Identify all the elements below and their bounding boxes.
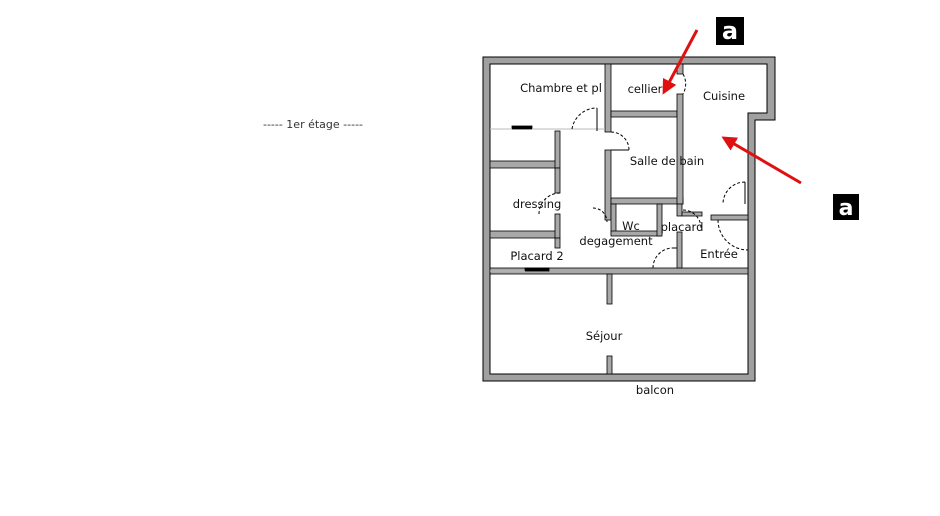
room-chambre: Chambre et pl bbox=[520, 81, 602, 95]
openings bbox=[490, 128, 605, 272]
floor-label: ----- 1er étage ----- bbox=[263, 118, 363, 131]
arrow-to-cellier bbox=[662, 29, 699, 95]
room-cellier: cellier bbox=[628, 82, 663, 96]
room-degagement: degagement bbox=[579, 234, 653, 248]
room-sejour: Séjour bbox=[586, 329, 623, 343]
door-swings bbox=[538, 73, 749, 269]
arrow-to-cuisine bbox=[721, 136, 802, 185]
marker-a-right: a bbox=[833, 194, 859, 221]
room-cuisine: Cuisine bbox=[703, 89, 745, 103]
room-dressing: dressing bbox=[513, 197, 562, 211]
marker-a-top-glyph: a bbox=[722, 17, 738, 45]
interior-walls bbox=[489, 63, 749, 375]
room-placard: placard bbox=[661, 220, 704, 234]
room-salle-de-bain: Salle de bain bbox=[630, 154, 704, 168]
marker-a-top: a bbox=[716, 17, 744, 45]
marker-a-right-glyph: a bbox=[839, 196, 854, 221]
room-placard-2: Placard 2 bbox=[510, 249, 563, 263]
room-entree: Entrée bbox=[700, 247, 738, 261]
room-wc: Wc bbox=[622, 219, 640, 233]
balcon-label: balcon bbox=[636, 383, 674, 397]
